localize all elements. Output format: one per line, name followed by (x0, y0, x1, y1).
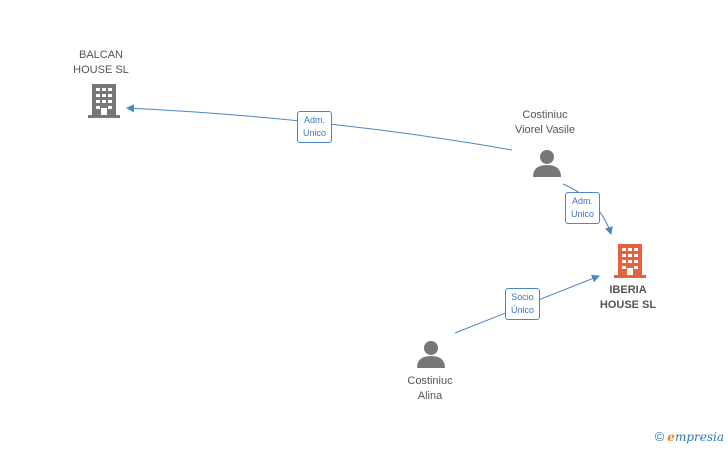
node-label-line1: IBERIA (609, 284, 647, 296)
watermark: © empresia (655, 429, 724, 444)
copyright-icon: © (654, 429, 665, 444)
edge-label-line1: Socio (511, 292, 534, 302)
brand-logo-initial: e (667, 429, 675, 444)
edge-label-line2: Unico (571, 209, 595, 219)
edge-label-viorel-balcan[interactable]: Adm. Unico (297, 111, 333, 143)
node-label-line1: Costiniuc (522, 109, 568, 121)
node-label-iberia[interactable]: IBERIA HOUSE SL (587, 283, 669, 313)
building-icon[interactable] (88, 84, 120, 118)
node-label-line2: Viorel Vasile (514, 124, 576, 136)
node-label-alina[interactable]: Costiniuc Alina (385, 374, 475, 404)
brand-logo-rest: mpresia (674, 429, 724, 444)
node-label-viorel[interactable]: Costiniuc Viorel Vasile (495, 108, 595, 138)
person-icon[interactable] (533, 150, 561, 177)
node-label-balcan[interactable]: BALCAN HOUSE SL (60, 48, 142, 78)
node-label-line2: HOUSE SL (73, 64, 129, 76)
edge-label-line1: Adm. (304, 115, 326, 125)
edge-label-viorel-iberia[interactable]: Adm. Unico (565, 192, 601, 224)
person-icon[interactable] (417, 341, 445, 368)
edge-label-line1: Adm. (572, 196, 594, 206)
edge-label-line2: Único (511, 305, 535, 315)
node-label-line1: BALCAN (78, 49, 124, 61)
building-icon[interactable] (614, 244, 646, 278)
edge-label-line2: Unico (303, 128, 327, 138)
edge-label-alina-iberia[interactable]: Socio Único (505, 288, 541, 320)
node-label-line1: Costiniuc (407, 375, 453, 387)
node-label-line2: HOUSE SL (599, 299, 657, 311)
node-label-line2: Alina (417, 390, 443, 402)
brand-logo: empresia (667, 430, 724, 444)
